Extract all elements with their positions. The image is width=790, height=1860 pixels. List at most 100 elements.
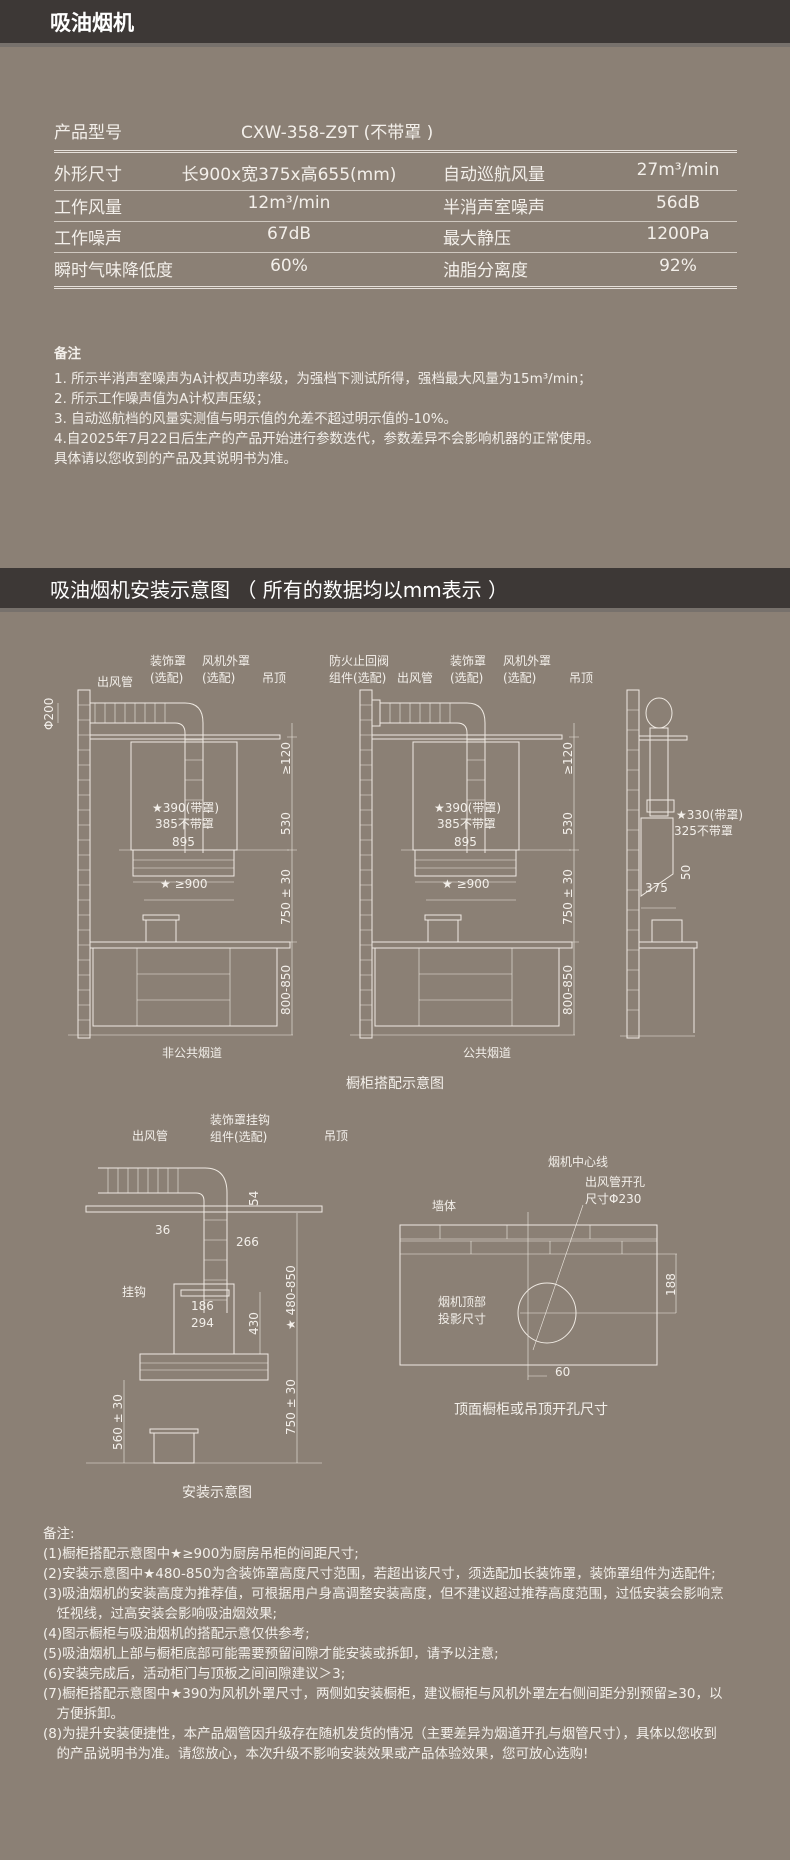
notes-title: 备注: xyxy=(43,1526,75,1542)
dim-120: ≥120 xyxy=(561,742,575,775)
dim-530: 530 xyxy=(279,812,293,835)
note-line: 3. 自动巡航档的风量实测值与明示值的允差不超过明示值的-10%。 xyxy=(54,411,458,427)
note-line: (2)安装示意图中★480-850为含装饰罩高度尺寸范围，若超出该尺寸，须选配加… xyxy=(43,1566,716,1582)
spec-value: 56dB xyxy=(655,193,701,213)
label-ceiling: 吊顶 xyxy=(262,671,286,685)
sub-caption: 公共烟道 xyxy=(463,1046,511,1060)
dim-60: 60 xyxy=(555,1365,570,1379)
label-fan-cover: 风机外罩 xyxy=(503,654,551,668)
dim-294: 294 xyxy=(191,1316,214,1330)
note-line: (8)为提升安装便捷性，本产品烟管因升级存在随机发货的情况（主要差异为烟道开孔与… xyxy=(43,1726,717,1742)
label-cover: 装饰罩 xyxy=(450,654,486,668)
note-line: (6)安装完成后，活动柜门与顶板之间间隙建议＞3; xyxy=(43,1666,346,1682)
spec-label: 工作风量 xyxy=(54,198,122,218)
dim-330: ★330(带罩) xyxy=(676,808,743,822)
label-ceiling: 吊顶 xyxy=(324,1129,348,1143)
install-diagram: 出风管 装饰罩挂钩 组件(选配) 吊顶 挂钩 54 36 266 ★ 480-8… xyxy=(85,1113,348,1501)
label-optional: (选配) xyxy=(503,671,536,685)
label-projection: 投影尺寸 xyxy=(438,1311,486,1326)
dim-36: 36 xyxy=(155,1223,170,1237)
label-fire-valve: 防火止回阀 xyxy=(329,653,389,668)
label-hook: 挂钩 xyxy=(122,1285,146,1299)
label-optional: (选配) xyxy=(150,671,183,685)
dim-375: 375 xyxy=(645,881,668,895)
dim-50: 50 xyxy=(679,865,693,880)
header-title: 吸油烟机 xyxy=(50,10,134,35)
divider xyxy=(54,190,737,191)
sub-caption: 非公共烟道 xyxy=(162,1046,222,1060)
model-label: 产品型号 xyxy=(54,123,122,143)
dim-895: 895 xyxy=(454,835,477,849)
divider xyxy=(54,286,737,289)
spec-label: 最大静压 xyxy=(443,229,511,249)
label-cover: 装饰罩 xyxy=(150,654,186,668)
dim-54: 54 xyxy=(247,1191,261,1206)
spec-value: 27m³/min xyxy=(636,160,720,180)
note-line: (5)吸油烟机上部与橱柜底部可能需要预留间隙才能安装或拆卸，请予以注意; xyxy=(43,1646,499,1662)
label-duct: 出风管 xyxy=(97,674,133,689)
spec-value: 1200Pa xyxy=(646,224,710,244)
label-optional: (选配) xyxy=(450,671,483,685)
cabinet-diagram-public: 防火止回阀 组件(选配) 出风管 装饰罩 (选配) 风机外罩 (选配) 吊顶 ≥… xyxy=(329,653,593,1060)
dim-750: 750 ± 30 xyxy=(561,869,575,925)
note-line: (7)橱柜搭配示意图中★390为风机外罩尺寸，两侧如安装橱柜，建议橱柜与风机外罩… xyxy=(43,1686,723,1702)
dim-120: ≥120 xyxy=(279,742,293,775)
label-wall: 墙体 xyxy=(432,1199,456,1213)
notes-title: 备注 xyxy=(54,346,81,362)
note-line: 饪视线，过高安装会影响吸油烟效果; xyxy=(43,1606,278,1622)
spec-label: 油脂分离度 xyxy=(443,261,528,281)
label-fan-cover: 风机外罩 xyxy=(202,654,250,668)
spec-label: 工作噪声 xyxy=(54,229,122,249)
dim-325: 325不带罩 xyxy=(674,824,733,838)
dim-phi200: Φ200 xyxy=(42,698,56,730)
note-line: 的产品说明书为准。请您放心，本次升级不影响安装效果或产品体验效果，您可放心选购! xyxy=(43,1746,589,1762)
label-duct: 出风管 xyxy=(397,670,433,685)
label-hook-part: 装饰罩挂钩 xyxy=(210,1113,270,1127)
label-hole-size: 尺寸Φ230 xyxy=(585,1192,641,1206)
note-line: 2. 所示工作噪声值为A计权声压级； xyxy=(54,391,270,407)
note-line: (1)橱柜搭配示意图中★≥900为厨房吊柜的间距尺寸; xyxy=(43,1546,359,1562)
dim-385: 385不带罩 xyxy=(437,817,496,831)
dim-385: 385不带罩 xyxy=(155,817,214,831)
dim-560: 560 ± 30 xyxy=(111,1394,125,1450)
dim-895: 895 xyxy=(172,835,195,849)
dim-800: 800-850 xyxy=(561,965,575,1015)
dim-750: 750 ± 30 xyxy=(279,869,293,925)
dim-390: ★390(带罩) xyxy=(152,801,219,815)
note-line: (4)图示橱柜与吸油烟机的搭配示意仅供参考; xyxy=(43,1626,310,1642)
dim-266: 266 xyxy=(236,1235,259,1249)
dim-480: ★ 480-850 xyxy=(284,1265,298,1330)
cabinet-diagram-private: 出风管 装饰罩 (选配) 风机外罩 (选配) 吊顶 Φ200 ≥120 530 … xyxy=(42,654,297,1060)
spec-label: 外形尺寸 xyxy=(54,165,122,185)
label-optional: (选配) xyxy=(202,671,235,685)
divider xyxy=(54,150,737,153)
dim-750: 750 ± 30 xyxy=(284,1379,298,1435)
spec-label: 瞬时气味降低度 xyxy=(54,261,173,281)
label-ceiling: 吊顶 xyxy=(569,671,593,685)
spec-label: 自动巡航风量 xyxy=(443,165,545,185)
note-line: 具体请以您收到的产品及其说明书为准。 xyxy=(54,451,297,467)
note-line: 方便拆卸。 xyxy=(43,1706,124,1722)
caption-cabinet: 橱柜搭配示意图 xyxy=(346,1075,444,1092)
spec-value: 92% xyxy=(659,256,697,276)
dim-800: 800-850 xyxy=(279,965,293,1015)
dim-430: 430 xyxy=(247,1312,261,1335)
divider xyxy=(54,252,737,253)
label-valve-part: 组件(选配) xyxy=(329,671,386,685)
caption-install: 安装示意图 xyxy=(182,1484,252,1501)
note-line: 4.自2025年7月22日后生产的产品开始进行参数迭代，参数差异不会影响机器的正… xyxy=(54,431,600,447)
note-line: (3)吸油烟机的安装高度为推荐值，可根据用户身高调整安装高度，但不建议超过推荐高… xyxy=(43,1586,724,1602)
spec-value: 60% xyxy=(270,256,308,276)
hole-diagram: 烟机中心线 出风管开孔 尺寸Φ230 墙体 烟机顶部 投影尺寸 188 60 顶… xyxy=(399,1154,678,1418)
label-duct: 出风管 xyxy=(132,1128,168,1143)
dim-900: ★ ≥900 xyxy=(442,877,490,891)
dim-530: 530 xyxy=(561,812,575,835)
caption-hole: 顶面橱柜或吊顶开孔尺寸 xyxy=(454,1402,608,1418)
note-line: 1. 所示半消声室噪声为A计权声功率级，为强档下测试所得，强档最大风量为15m³… xyxy=(54,371,592,387)
label-hole: 出风管开孔 xyxy=(585,1174,645,1189)
header-bar: 吸油烟机 xyxy=(0,0,790,47)
label-hook-part: 组件(选配) xyxy=(210,1130,267,1144)
cabinet-diagram-side: ★330(带罩) 325不带罩 50 375 xyxy=(620,689,743,1039)
spec-label: 半消声室噪声 xyxy=(443,198,545,218)
